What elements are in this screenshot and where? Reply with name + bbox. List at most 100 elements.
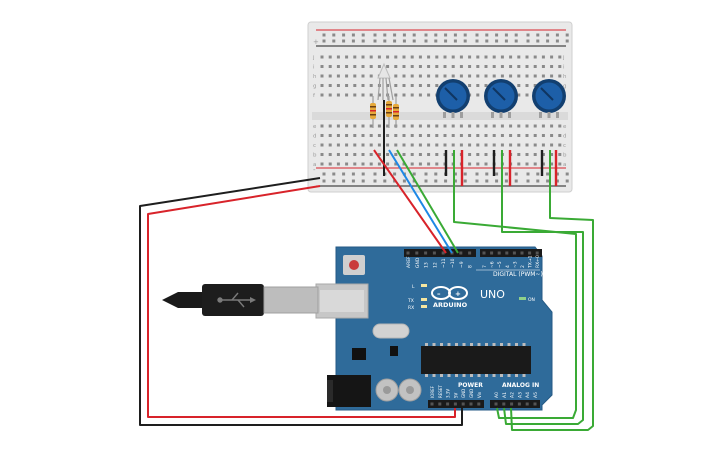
pot2-analog-wire xyxy=(501,150,584,425)
analog-pin-label: A0 xyxy=(494,392,500,398)
breadboard-hole xyxy=(394,74,398,78)
analog-pin-label: A4 xyxy=(525,392,531,398)
rail-hole xyxy=(546,33,550,37)
breadboard-hole xyxy=(402,65,406,68)
digital-pin-label: 7 xyxy=(482,265,488,268)
led-rx-label: RX xyxy=(408,305,414,311)
breadboard-hole xyxy=(525,65,529,68)
breadboard-hole xyxy=(336,74,340,78)
breadboard-hole xyxy=(533,153,537,156)
breadboard-hole xyxy=(336,55,340,59)
breadboard-hole xyxy=(541,162,545,166)
row-letter: h xyxy=(563,74,567,80)
breadboard-hole xyxy=(484,143,488,147)
breadboard-hole xyxy=(550,153,554,156)
breadboard-hole xyxy=(476,55,480,59)
breadboard-hole xyxy=(541,134,545,137)
breadboard-hole xyxy=(533,134,537,137)
breadboard-hole xyxy=(435,162,439,166)
green-signal-wire xyxy=(396,149,459,254)
usb-cable-strain xyxy=(162,292,202,308)
breadboard-hole xyxy=(427,134,431,137)
breadboard-hole xyxy=(402,162,406,166)
breadboard-hole xyxy=(517,124,521,128)
rail-hole xyxy=(332,33,336,37)
rail-hole xyxy=(332,172,336,176)
power-pin-holes xyxy=(430,402,537,406)
power-pin-label: Vin xyxy=(477,391,482,398)
breadboard-hole xyxy=(386,153,390,156)
rail-hole xyxy=(485,179,489,183)
breadboard-hole xyxy=(369,74,373,78)
breadboard-hole xyxy=(418,162,422,166)
power-label: POWER xyxy=(458,382,483,389)
analog-header xyxy=(490,400,540,408)
rail-hole xyxy=(361,172,365,176)
breadboard-hole xyxy=(328,55,332,59)
rail-hole xyxy=(536,172,540,176)
led-leg-4 xyxy=(388,77,394,101)
row-letter: e xyxy=(563,124,567,130)
breadboard-hole xyxy=(361,162,365,166)
breadboard-hole xyxy=(525,134,529,137)
digital-pin-label: AREF xyxy=(406,256,412,268)
breadboard-hole xyxy=(320,162,324,166)
rail-hole xyxy=(342,33,346,37)
gnd-wire xyxy=(139,177,463,426)
breadboard-hole xyxy=(353,153,357,156)
breadboard-hole xyxy=(517,74,521,78)
breadboard-hole xyxy=(361,74,365,78)
digital-pin-label: ~11 xyxy=(441,258,447,268)
breadboard-hole xyxy=(509,65,513,68)
rail-hole xyxy=(565,179,569,183)
breadboard-hole xyxy=(468,74,472,78)
breadboard-hole xyxy=(369,93,373,97)
rail-hole xyxy=(393,39,397,43)
breadboard-hole xyxy=(394,84,398,87)
breadboard-hole xyxy=(558,124,562,128)
breadboard-hole xyxy=(427,153,431,156)
breadboard-hole xyxy=(402,143,406,147)
breadboard-hole xyxy=(353,65,357,68)
breadboard-hole xyxy=(336,124,340,128)
breadboard-hole xyxy=(558,65,562,68)
breadboard-hole xyxy=(484,84,488,87)
rail-hole xyxy=(332,39,336,43)
rail-hole xyxy=(444,33,448,37)
rail-minus-label: - xyxy=(313,166,316,174)
digital-header-left xyxy=(404,249,476,257)
rail-hole xyxy=(412,39,416,43)
row-letter: a xyxy=(563,162,566,168)
analog-pin-label: A1 xyxy=(502,392,508,398)
potentiometer-1 xyxy=(436,79,470,118)
breadboard-hole xyxy=(320,93,324,97)
breadboard-hole xyxy=(328,65,332,68)
row-letter: c xyxy=(563,143,566,149)
breadboard-hole xyxy=(484,134,488,137)
header-pin xyxy=(482,251,486,255)
breadboard-hole xyxy=(410,84,414,87)
row-letter: f xyxy=(313,93,316,99)
breadboard-hole xyxy=(476,93,480,97)
breadboard-hole xyxy=(394,134,398,137)
rail-hole xyxy=(565,172,569,176)
breadboard-hole xyxy=(484,55,488,59)
breadboard-hole xyxy=(328,162,332,166)
breadboard-hole xyxy=(476,84,480,87)
header-pin xyxy=(528,251,532,255)
breadboard-hole xyxy=(443,143,447,147)
breadboard-hole xyxy=(361,124,365,128)
breadboard-hole xyxy=(500,55,504,59)
power-pin-label: 3.3V xyxy=(446,389,451,398)
breadboard-hole xyxy=(476,65,480,68)
rail-hole xyxy=(526,179,530,183)
breadboard-hole xyxy=(369,134,373,137)
breadboard-hole xyxy=(410,55,414,59)
breadboard-hole xyxy=(451,55,455,59)
breadboard-hole xyxy=(484,124,488,128)
digital-pin-label: ~3 xyxy=(512,261,518,268)
rail-hole xyxy=(434,179,438,183)
breadboard-hole xyxy=(361,65,365,68)
